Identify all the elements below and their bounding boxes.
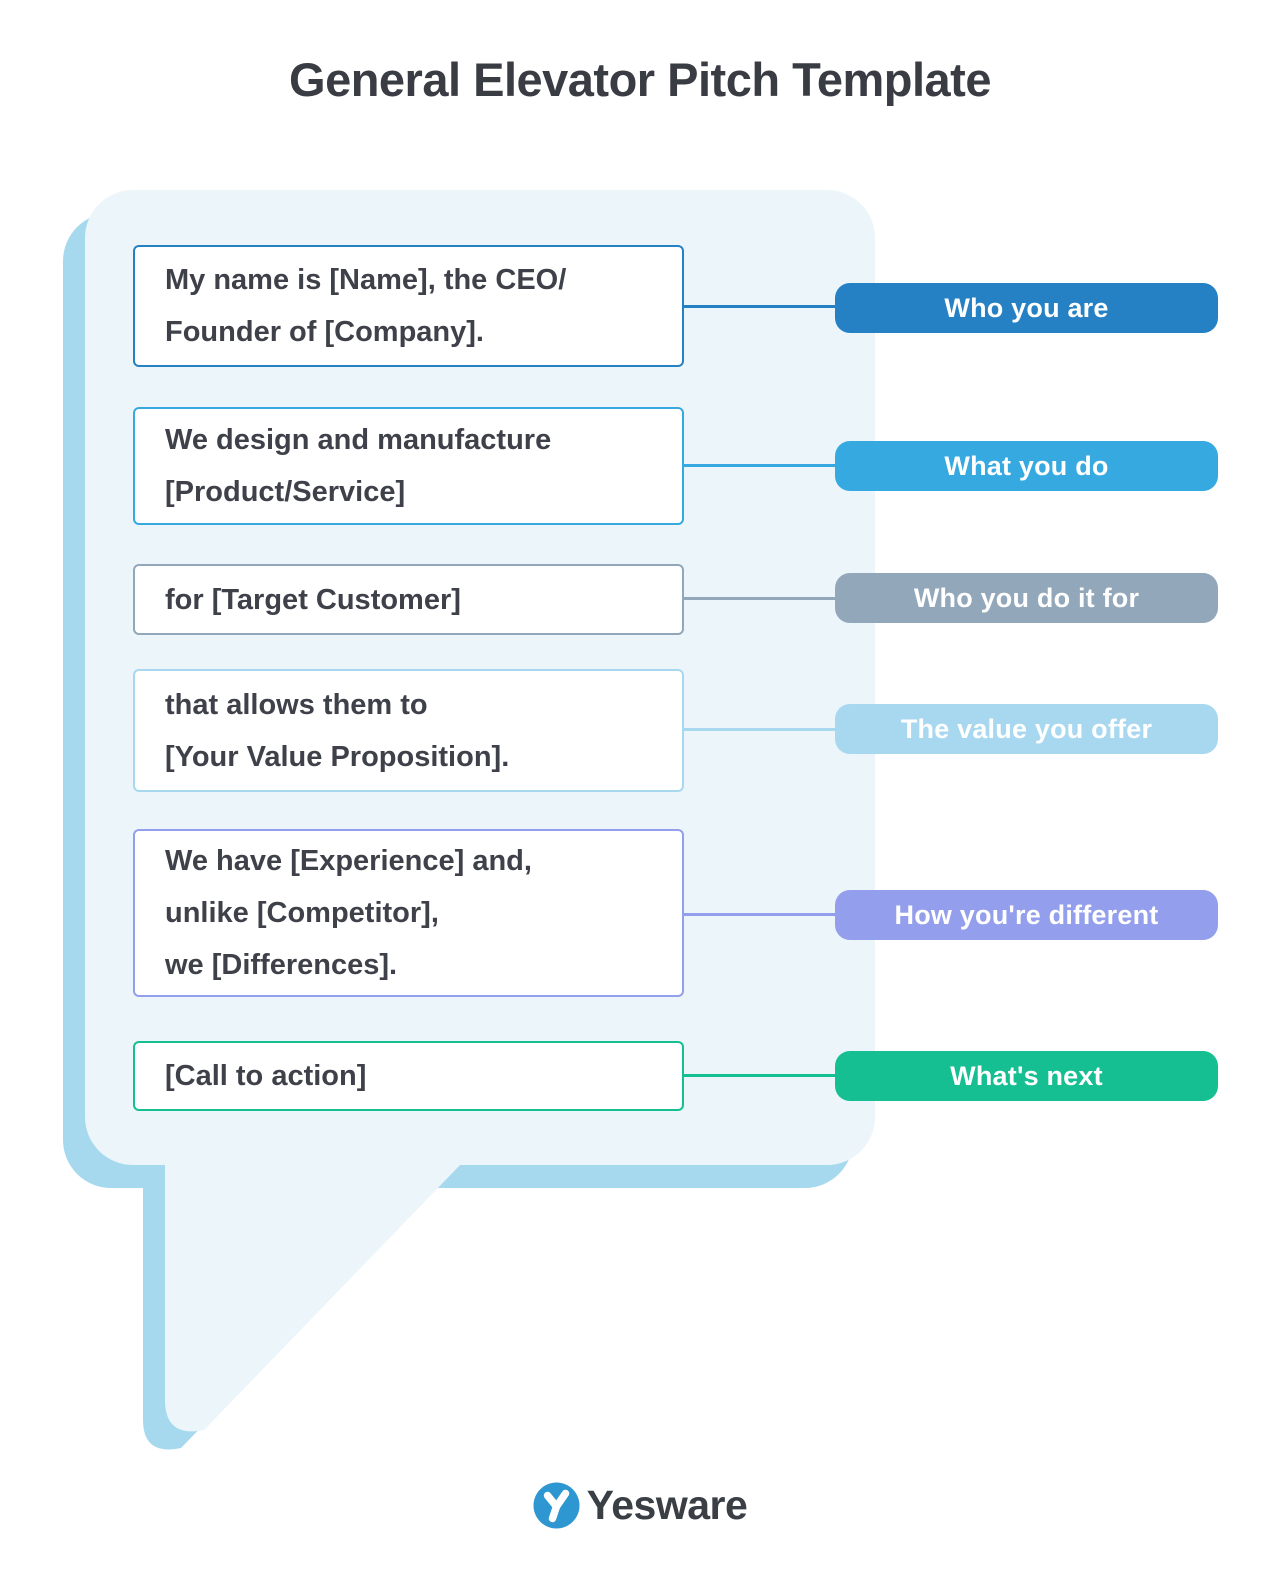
pitch-box-call-to-action: [Call to action] <box>133 1041 684 1111</box>
pitch-box-line: [Product/Service] <box>165 476 406 508</box>
label-text: The value you offer <box>900 713 1153 744</box>
pitch-box-value-you-offer: that allows them to [Your Value Proposit… <box>133 669 684 792</box>
label-whats-next: What's next <box>835 1051 1218 1101</box>
pitch-box-line: We design and manufacture <box>165 424 552 456</box>
label-who-you-do-it-for: Who you do it for <box>835 573 1218 623</box>
label-text: Who you are <box>944 292 1109 323</box>
connector-line <box>684 597 835 600</box>
connector-line <box>684 1074 835 1077</box>
page-title: General Elevator Pitch Template <box>289 53 991 106</box>
yesware-logo-text: Yesware <box>586 1482 748 1528</box>
label-text: What's next <box>950 1060 1103 1091</box>
pitch-box-line: unlike [Competitor], <box>165 897 439 929</box>
pitch-box-line: We have [Experience] and, <box>165 845 532 877</box>
label-text: How you're different <box>894 899 1159 930</box>
pitch-box-line: [Call to action] <box>165 1060 367 1092</box>
pitch-box-who-you-are: My name is [Name], the CEO/ Founder of [… <box>133 245 684 367</box>
yesware-logo: Yesware <box>0 1482 1280 1529</box>
pitch-box-line: we [Differences]. <box>165 949 398 981</box>
label-text: Who you do it for <box>913 582 1140 613</box>
label-what-you-do: What you do <box>835 441 1218 491</box>
pitch-box-how-youre-different: We have [Experience] and, unlike [Compet… <box>133 829 684 997</box>
yesware-logo-icon <box>533 1482 580 1529</box>
pitch-box-what-you-do: We design and manufacture [Product/Servi… <box>133 407 684 525</box>
speech-bubble-body <box>85 190 875 1432</box>
connector-line <box>684 305 835 308</box>
connector-line <box>684 464 835 467</box>
label-value-you-offer: The value you offer <box>835 704 1218 754</box>
label-text: What you do <box>944 450 1109 481</box>
label-who-you-are: Who you are <box>835 283 1218 333</box>
connector-line <box>684 728 835 731</box>
pitch-box-line: [Your Value Proposition]. <box>165 740 510 773</box>
pitch-box-line: that allows them to <box>165 688 428 721</box>
label-how-youre-different: How you're different <box>835 890 1218 940</box>
pitch-box-line: for [Target Customer] <box>165 583 461 616</box>
pitch-box-line: Founder of [Company]. <box>165 316 484 348</box>
pitch-box-line: My name is [Name], the CEO/ <box>165 264 567 296</box>
connector-line <box>684 913 835 916</box>
pitch-box-who-you-do-it-for: for [Target Customer] <box>133 564 684 635</box>
